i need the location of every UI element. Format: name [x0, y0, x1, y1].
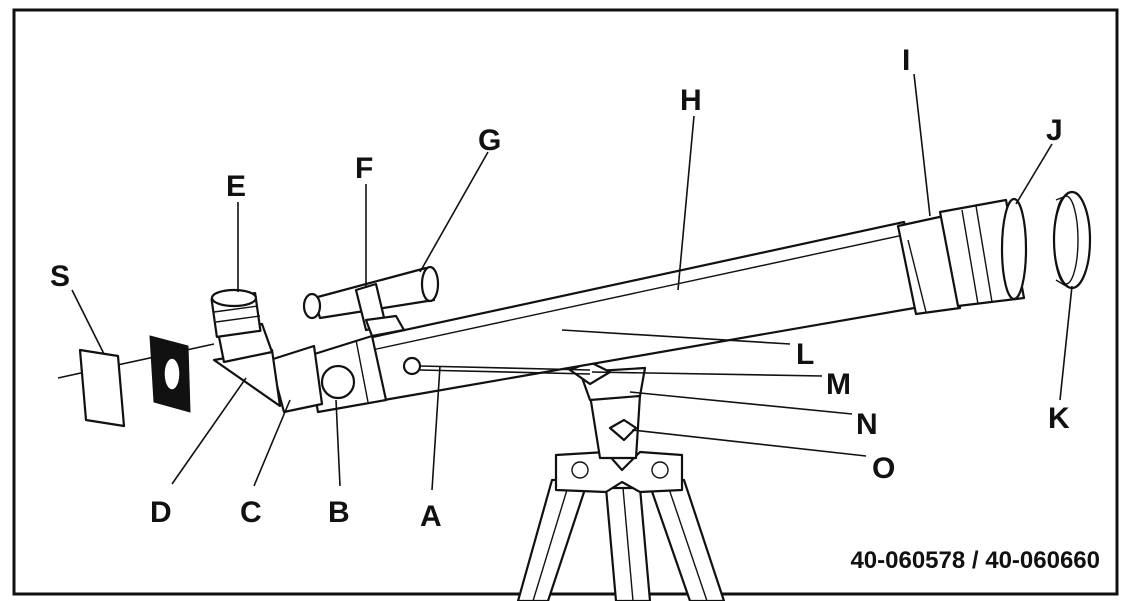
focuser [268, 344, 591, 414]
label-s: S [50, 260, 70, 293]
model-code: 40-060578 / 40-060660 [850, 547, 1100, 574]
diagram-frame [12, 8, 1119, 596]
leader-lines [71, 73, 1073, 491]
dust-cap [1052, 190, 1092, 290]
label-e: E [226, 170, 246, 203]
label-k: K [1048, 402, 1070, 435]
label-j: J [1046, 114, 1063, 147]
label-o: O [872, 452, 895, 485]
label-f: F [355, 152, 373, 185]
dew-shield [896, 197, 1028, 316]
label-d: D [150, 496, 172, 529]
label-m: M [826, 368, 851, 401]
label-i: I [902, 44, 910, 77]
solar-projection [57, 335, 215, 428]
tripod [516, 450, 726, 601]
label-a: A [420, 500, 442, 533]
finder-scope [302, 265, 440, 338]
label-g: G [478, 124, 501, 157]
label-n: N [856, 408, 878, 441]
label-l: L [796, 338, 814, 371]
label-h: H [680, 84, 702, 117]
label-b: B [328, 496, 350, 529]
star-diagonal [210, 288, 282, 408]
part-labels: S E F G H I J K L M N O D C B A [50, 44, 1070, 533]
label-c: C [240, 496, 262, 529]
